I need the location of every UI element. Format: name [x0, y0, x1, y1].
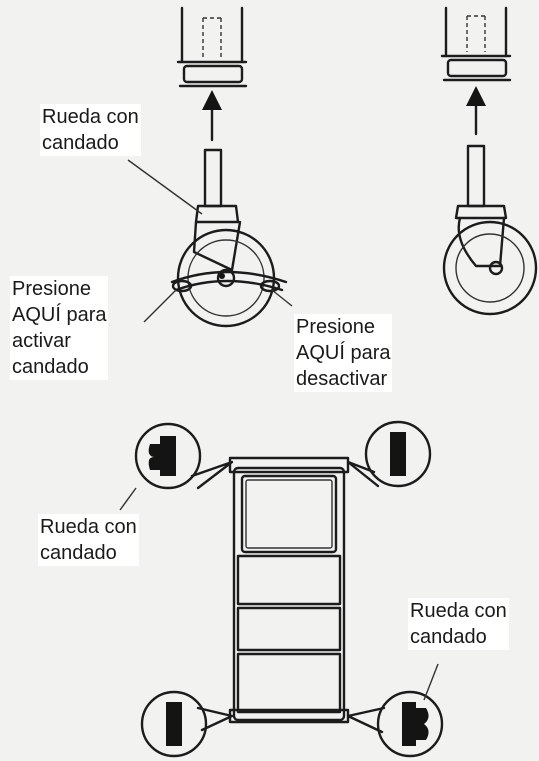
leader-line-right-bottom: [423, 663, 439, 701]
wheel-detail-bubble-top-right: [346, 420, 432, 488]
lock-detail-bubble-bottom-right: [346, 690, 444, 758]
insert-arrow-left: [202, 90, 222, 142]
leader-line-left-bottom: [119, 487, 137, 511]
insert-arrow-right: [466, 86, 486, 136]
label-wheel-with-lock-left: Rueda con candado: [38, 514, 139, 566]
leader-line-activate: [143, 289, 177, 323]
wheel-detail-bubble-bottom-left: [140, 690, 234, 758]
cart-frame-top-view: [228, 456, 350, 724]
lock-detail-bubble-top-left: [134, 422, 234, 490]
label-wheel-with-lock-top: Rueda con candado: [40, 104, 141, 156]
label-press-here-activate: Presione AQUÍ para activar candado: [10, 276, 109, 380]
leg-socket-left: [176, 6, 248, 88]
plain-caster: [442, 144, 538, 316]
leg-socket-right: [440, 6, 512, 82]
leader-line-deactivate: [271, 289, 293, 307]
label-wheel-with-lock-right: Rueda con candado: [408, 598, 509, 650]
label-press-here-deactivate: Presione AQUÍ para desactivar: [294, 314, 393, 392]
locking-caster: [170, 148, 288, 328]
leader-line-lock-wheel: [127, 159, 203, 215]
